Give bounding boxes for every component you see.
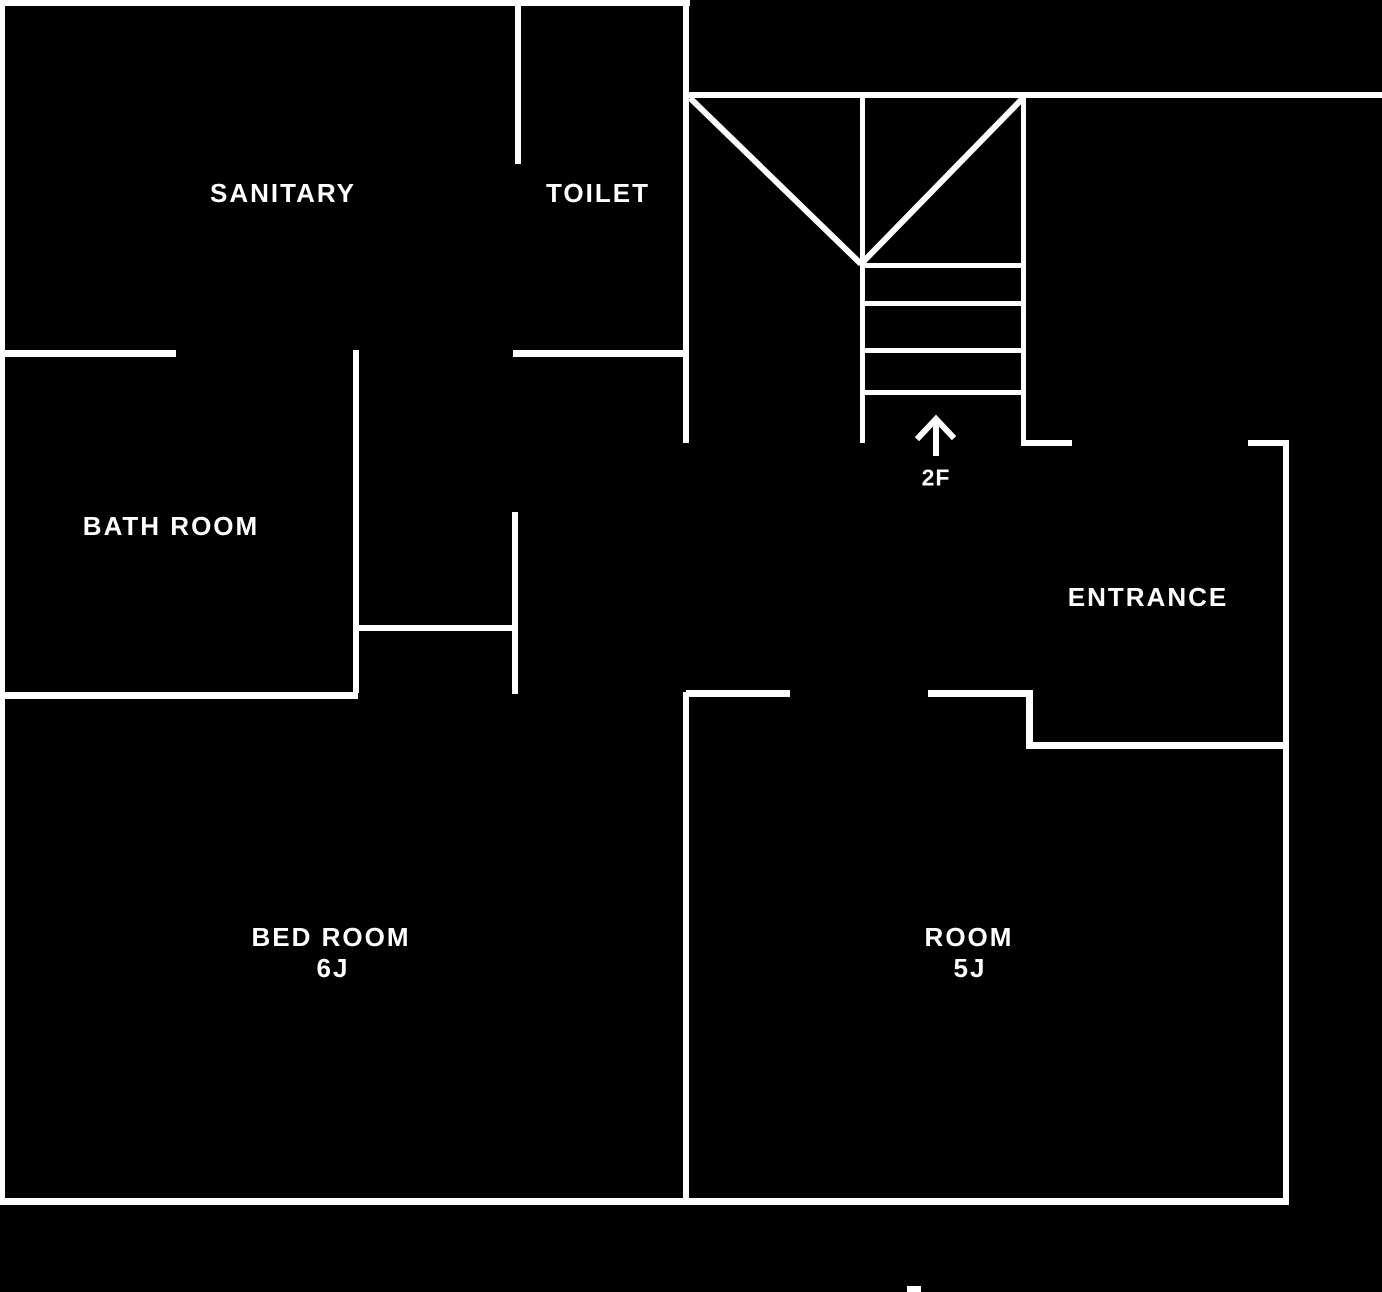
bottom-border-wall xyxy=(0,1198,1289,1205)
room-top-wall-mid xyxy=(928,690,1033,697)
bed-room-label: BED ROOM xyxy=(251,922,411,952)
left-border-wall xyxy=(0,0,5,1205)
bath-room-label: BATH ROOM xyxy=(82,511,260,541)
hall-left-wall xyxy=(683,0,689,443)
room-5j-label: ROOM xyxy=(924,922,1014,952)
top-right-wall xyxy=(683,92,1382,98)
up-arrow-head xyxy=(914,414,957,442)
stair-center-line xyxy=(860,97,865,443)
bath-corridor-divider xyxy=(353,350,359,693)
stair-diagonal-right xyxy=(858,95,1026,267)
bottom-edge-tick xyxy=(907,1286,921,1292)
bed-room-size-label: 6J xyxy=(316,953,350,983)
bedroom-room-divider xyxy=(683,692,689,1200)
bath-bottom-wall xyxy=(0,692,358,699)
stair-diagonal-left xyxy=(687,95,864,267)
entrance-label: ENTRANCE xyxy=(1067,582,1229,612)
entrance-top-stub xyxy=(1248,440,1289,446)
toilet-room-label: TOILET xyxy=(546,178,650,208)
sanitary-bath-wall xyxy=(0,350,176,357)
stair-bottom-stub xyxy=(1021,440,1072,446)
room-top-wall-left xyxy=(686,690,790,697)
stair-right-line xyxy=(1021,97,1026,446)
sanitary-toilet-divider xyxy=(515,4,521,164)
stairs-2f-label: 2F xyxy=(921,464,951,491)
sanitary-room-label: SANITARY xyxy=(210,178,356,208)
toilet-bottom-wall xyxy=(513,350,686,357)
room-5j-size-label: 5J xyxy=(953,953,987,983)
stair-tread-4 xyxy=(863,390,1023,395)
entrance-bottom-wall xyxy=(1026,742,1289,749)
corridor-hall-divider xyxy=(512,512,518,694)
corridor-bottom-wall xyxy=(358,625,516,631)
top-border-wall xyxy=(0,0,690,6)
stair-tread-2 xyxy=(863,301,1023,306)
stair-tread-1 xyxy=(863,263,1023,268)
stair-tread-3 xyxy=(863,348,1023,353)
entrance-right-wall xyxy=(1283,440,1289,1205)
entrance-notch-vertical xyxy=(1026,690,1033,749)
